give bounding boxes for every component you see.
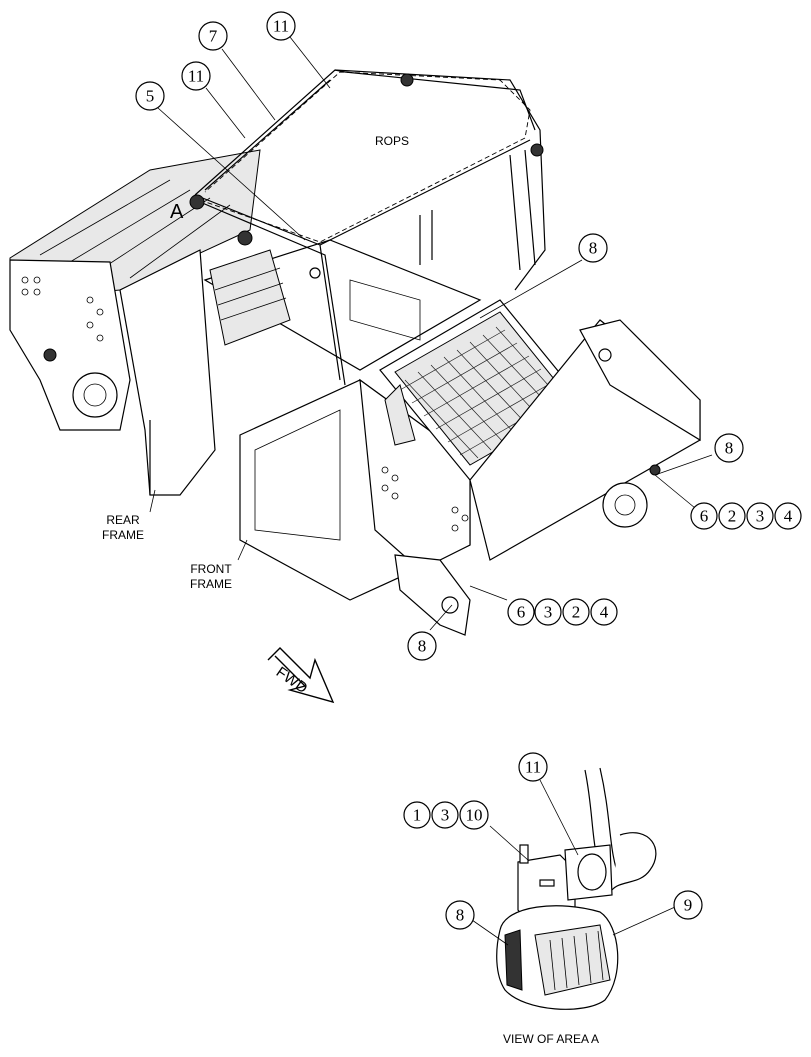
rear-lamp	[43, 348, 57, 362]
detail-lamp-lens	[504, 929, 523, 991]
wiring-harness	[199, 71, 531, 243]
detail-lamp-fins	[549, 930, 604, 991]
callout-11-left: 11	[181, 61, 211, 91]
rear-hub	[72, 372, 118, 418]
radiator-grille-mesh	[399, 326, 567, 459]
rops-front-post-inner	[199, 201, 346, 386]
svg-text:3: 3	[544, 603, 553, 622]
engine-side	[579, 319, 701, 442]
seat-box	[209, 249, 291, 346]
svg-text:8: 8	[418, 637, 427, 656]
callout-8-right: 8	[714, 433, 744, 463]
callout-8-lower: 8	[407, 631, 437, 661]
console	[349, 279, 421, 341]
work-light-front	[237, 230, 253, 246]
callout-8-center: 8	[578, 233, 608, 263]
callout-8-detail: 8	[445, 900, 475, 930]
front-frame-holes	[381, 466, 469, 532]
callout-group-detail: 1 3 10	[403, 800, 489, 830]
callout-group-right: 6 2 3 4	[690, 502, 802, 530]
svg-text:5: 5	[146, 87, 155, 106]
front-bracket	[394, 554, 471, 636]
rops-center-post	[419, 210, 433, 265]
front-frame-label-2: FRAME	[190, 577, 232, 591]
svg-text:2: 2	[728, 507, 737, 526]
svg-text:9: 9	[684, 896, 693, 915]
engine-hub	[602, 482, 648, 528]
callout-5: 5	[135, 81, 165, 111]
callout-11-detail: 11	[518, 752, 548, 782]
work-light-top	[400, 73, 414, 87]
work-light-a	[189, 194, 205, 210]
svg-text:3: 3	[441, 806, 450, 825]
callout-group-lower: 6 3 2 4	[507, 598, 618, 626]
hood-lines	[39, 179, 231, 279]
svg-text:8: 8	[589, 239, 598, 258]
seat-box-lines	[214, 267, 287, 321]
callout-11-top: 11	[266, 11, 296, 41]
detail-cable-loop	[611, 832, 657, 891]
front-frame-leader	[237, 539, 248, 561]
svg-text:11: 11	[273, 17, 289, 36]
svg-text:8: 8	[456, 906, 465, 925]
leader-lines	[157, 36, 713, 631]
rops-label: ROPS	[375, 134, 409, 148]
engine-lamp	[598, 348, 612, 362]
front-frame-label-1: FRONT	[190, 562, 232, 576]
work-light-rear	[530, 143, 544, 157]
rops-roof-edge	[204, 79, 331, 191]
view-a-marker: A	[170, 201, 184, 223]
front-frame-panel	[254, 409, 341, 541]
callout-7: 7	[198, 21, 228, 51]
svg-text:11: 11	[525, 758, 541, 777]
svg-text:6: 6	[700, 507, 709, 526]
fwd-arrow: FWD	[267, 647, 335, 704]
svg-text:11: 11	[188, 67, 204, 86]
rear-frame-label-1: REAR	[106, 513, 140, 527]
rops-top-edge	[334, 69, 536, 131]
rear-frame-leader	[149, 489, 156, 513]
rops-front-beam	[319, 139, 531, 246]
callout-9-detail: 9	[673, 890, 703, 920]
svg-text:4: 4	[784, 507, 793, 526]
detail-view-a	[496, 767, 657, 1010]
machine-illustration	[9, 69, 701, 636]
front-bracket-lamp	[441, 596, 459, 614]
svg-text:3: 3	[756, 507, 765, 526]
svg-text:2: 2	[572, 603, 581, 622]
side-grille	[384, 384, 416, 446]
svg-text:8: 8	[725, 439, 734, 458]
svg-text:6: 6	[517, 603, 526, 622]
rear-frame-label-2: FRAME	[102, 528, 144, 542]
engine-hub-inner	[614, 494, 636, 516]
rops-connector	[309, 267, 321, 279]
svg-text:1: 1	[413, 806, 422, 825]
detail-grommet	[577, 853, 607, 891]
svg-text:10: 10	[466, 806, 483, 825]
rear-frame-column	[119, 249, 216, 496]
detail-stud	[519, 844, 529, 864]
detail-slot	[539, 879, 555, 887]
rear-hub-inner	[83, 383, 107, 407]
detail-leader-lines	[471, 779, 676, 946]
rops-rear-post	[509, 149, 536, 271]
rear-plate-holes	[21, 276, 104, 342]
view-caption: VIEW OF AREA A	[503, 1032, 599, 1046]
fwd-arrow-shape	[267, 647, 335, 704]
svg-text:4: 4	[600, 603, 609, 622]
svg-text:7: 7	[209, 27, 218, 46]
